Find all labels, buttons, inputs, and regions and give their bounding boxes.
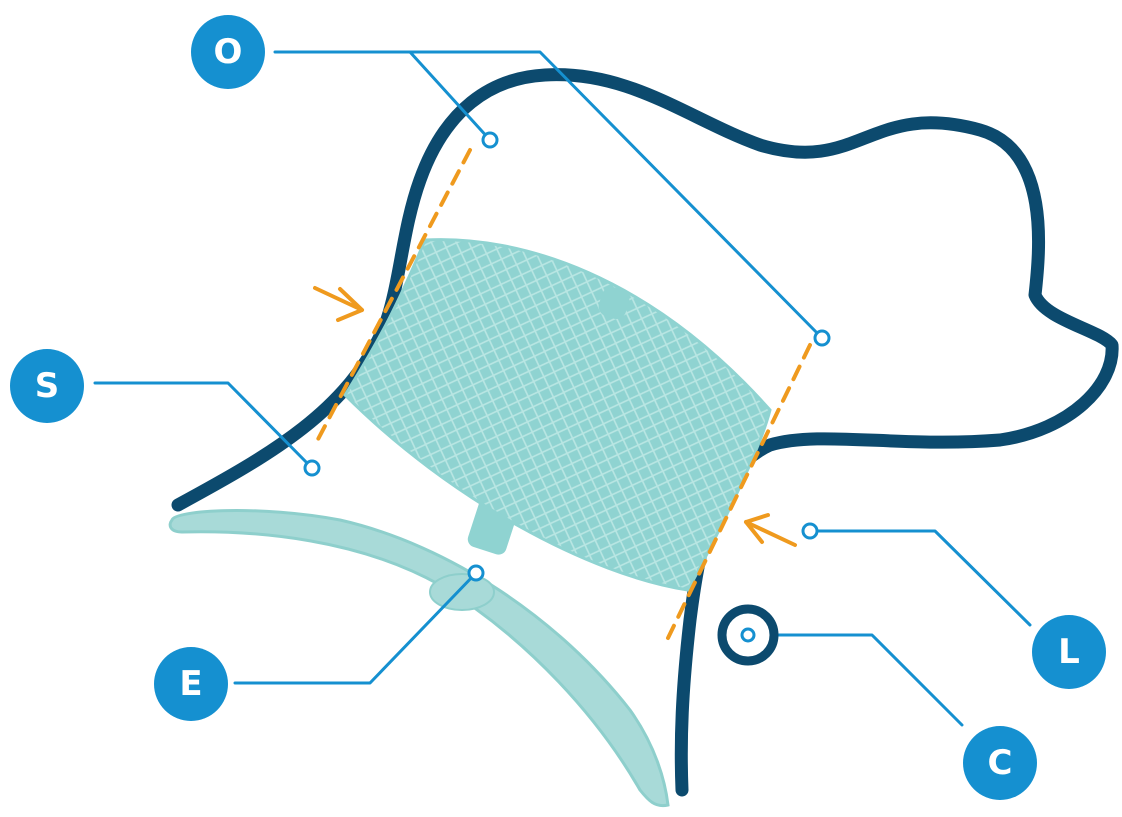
arrow-left-icon [746, 515, 795, 545]
endpoint-e [469, 566, 483, 580]
arrow-right-icon [315, 288, 362, 320]
badge-s-label: S [35, 366, 60, 406]
endpoint-o-right [815, 331, 829, 345]
mesh-lobe [345, 240, 770, 590]
endpoint-o-left [483, 133, 497, 147]
badge-e: E [154, 647, 228, 721]
leader-c [748, 635, 962, 725]
ring-marker-icon [722, 609, 774, 661]
badge-l-label: L [1058, 632, 1080, 672]
leader-s [95, 383, 312, 468]
endpoint-s [305, 461, 319, 475]
badge-o-label: O [214, 32, 243, 72]
badge-e-label: E [179, 664, 202, 704]
badge-c-label: C [988, 743, 1013, 783]
badge-o: O [191, 15, 265, 89]
badge-l: L [1032, 615, 1106, 689]
endpoint-l [803, 524, 817, 538]
leader-o-left [275, 52, 490, 140]
disc-hub [430, 574, 494, 610]
leader-l [810, 531, 1030, 625]
badge-c: C [963, 726, 1037, 800]
badge-s: S [10, 349, 84, 423]
